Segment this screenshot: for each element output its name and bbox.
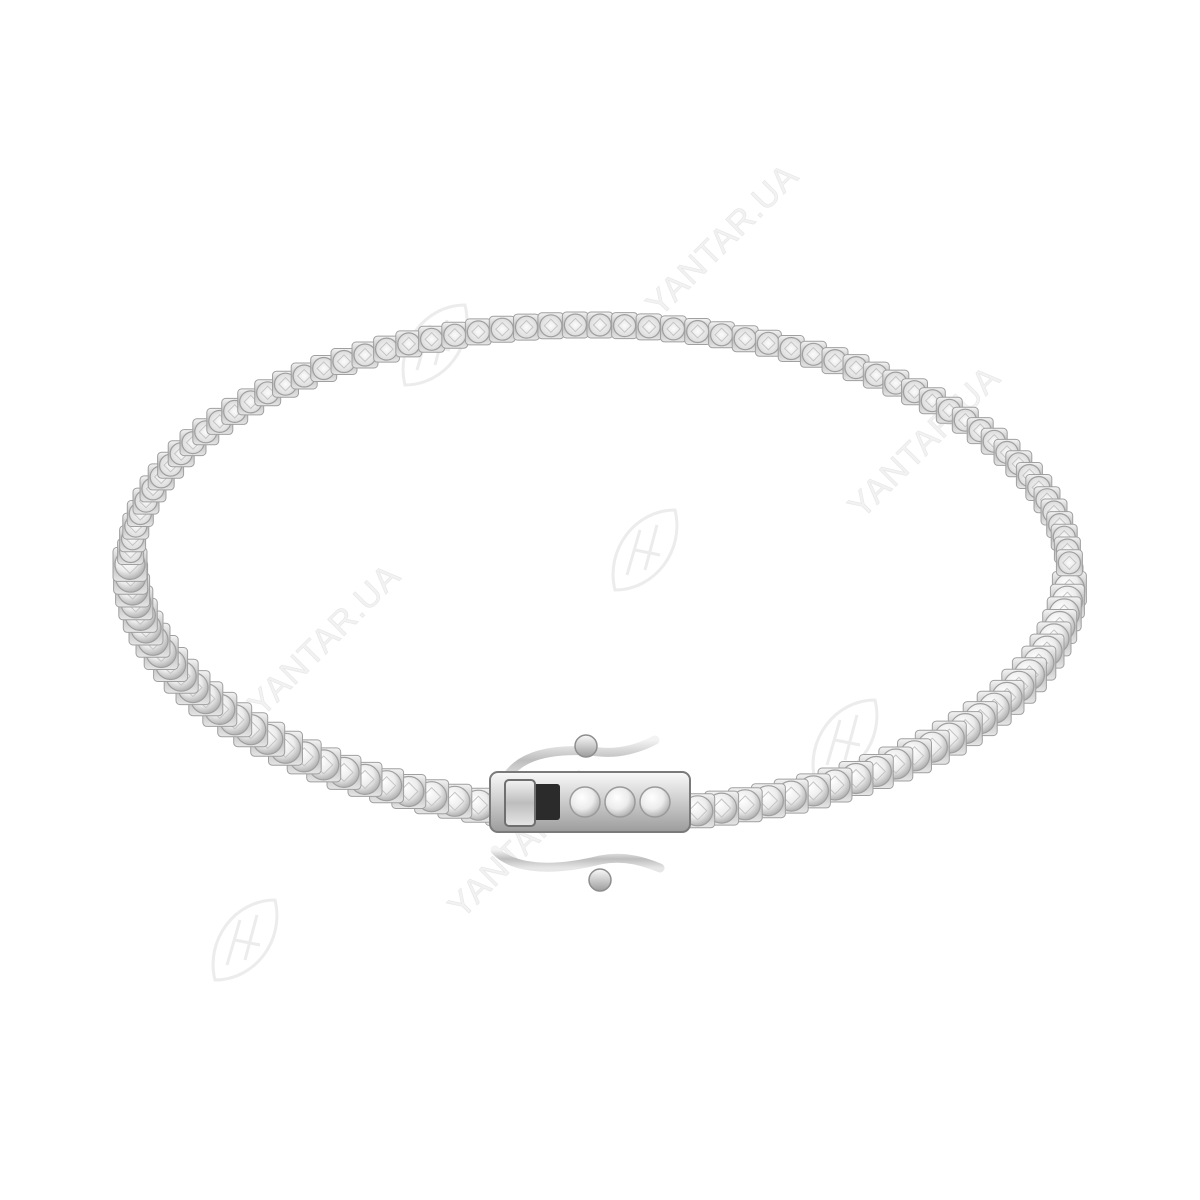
bracelet-stone (588, 313, 612, 337)
stone-facet (543, 318, 559, 334)
stone-facet (471, 324, 486, 340)
bracelet-stone (466, 320, 490, 344)
bracelet-stone (353, 343, 377, 367)
stone-facet (519, 319, 534, 335)
stone-facet (781, 786, 801, 806)
stone-facet (666, 321, 681, 337)
yantar-leaf-logo-icon (611, 508, 679, 592)
stone-facet (735, 795, 755, 815)
stone-facet (1062, 555, 1077, 571)
bracelet-stone (563, 313, 588, 337)
bracelet-clasp (489, 734, 691, 892)
stone-facet (376, 775, 397, 796)
stone-facet (421, 786, 442, 807)
yantar-leaf-logo-icon (211, 898, 279, 982)
stone-facet (447, 327, 463, 343)
stone-facet (641, 319, 657, 335)
stone-facet (355, 769, 375, 790)
stone-facet (761, 335, 776, 351)
clasp-stone (639, 786, 671, 818)
stone-facet (737, 331, 753, 347)
stone-facet (468, 795, 489, 815)
bracelet-stone (612, 314, 637, 338)
stone-facet (357, 347, 373, 363)
bracelet-stone (801, 342, 826, 366)
stone-facet (445, 791, 465, 812)
bracelet-stone (443, 323, 467, 347)
bracelet-stone (514, 315, 539, 339)
stone-facet (806, 346, 821, 362)
bracelet-stone (709, 323, 734, 347)
stone-facet (758, 790, 779, 811)
stone-facet (401, 336, 417, 352)
stone-facet (316, 361, 332, 376)
latch-ball (574, 734, 598, 758)
safety-latch-lower (490, 845, 665, 873)
bracelet-stone (661, 317, 686, 341)
stone-facet (399, 781, 419, 802)
stone-facet (568, 317, 583, 333)
bracelet-stone (686, 319, 710, 344)
clasp-tongue (504, 779, 536, 827)
stone-facet (714, 327, 729, 343)
bracelet-stone (375, 337, 399, 361)
clasp-stone (569, 786, 601, 818)
stone-facet (336, 354, 352, 369)
watermark-logos (211, 303, 879, 982)
stone-facet (424, 331, 439, 347)
bracelet-stone (539, 314, 563, 338)
latch-ball (588, 868, 612, 892)
stone-facet (846, 768, 866, 789)
bracelet-stone (637, 315, 661, 339)
bracelet-chain (112, 311, 1087, 829)
stone-facet (617, 318, 632, 333)
bracelet-stone (733, 327, 757, 351)
stone-facet (803, 781, 824, 801)
stone-facet (827, 353, 843, 368)
stone-facet (848, 360, 864, 375)
bracelet-stone (397, 332, 421, 356)
stone-facet (494, 321, 510, 337)
stone-facet (690, 324, 706, 339)
bracelet-stone (756, 331, 781, 355)
bracelet-stone (779, 336, 803, 361)
stone-facet (687, 801, 708, 821)
stone-facet (379, 341, 394, 357)
stone-facet (825, 775, 845, 795)
bracelet-stone (420, 327, 444, 351)
stone-facet (783, 341, 799, 356)
stone-facet (711, 798, 732, 818)
bracelet-stone (1057, 551, 1082, 575)
stone-facet (592, 317, 608, 333)
bracelet-stone (490, 317, 514, 341)
clasp-stone (604, 786, 636, 818)
